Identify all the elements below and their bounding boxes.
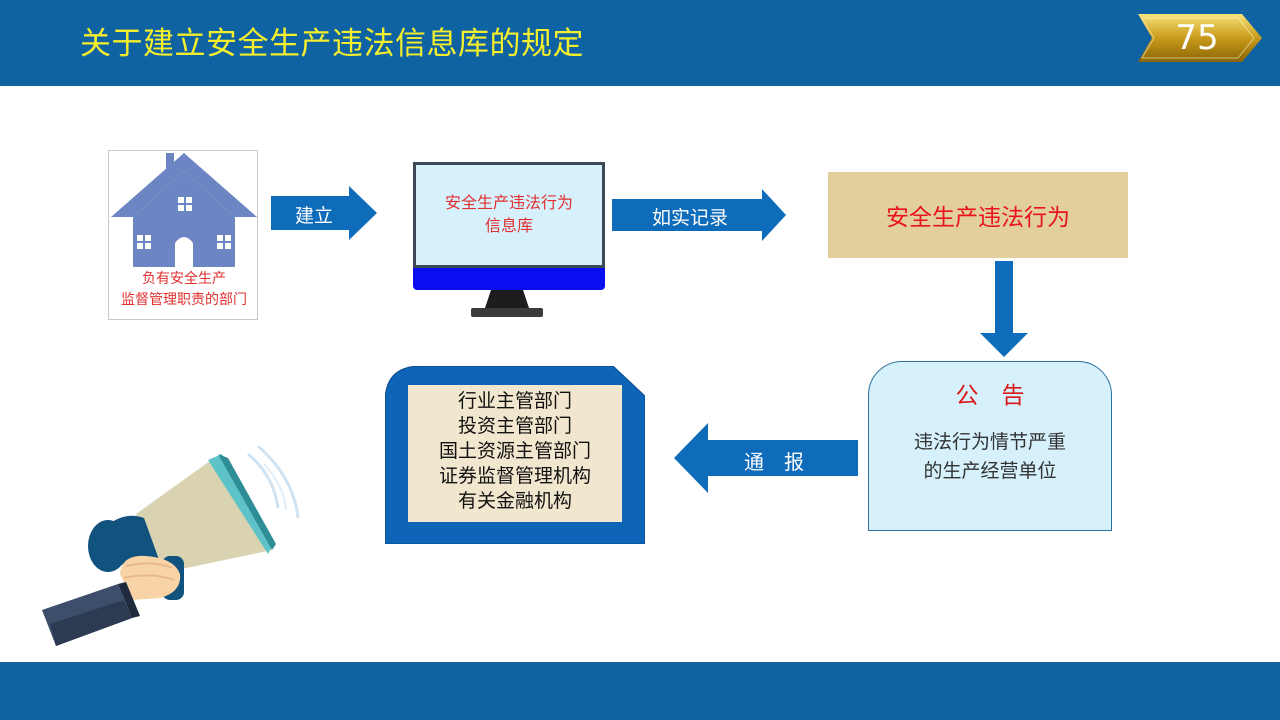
header-bar: [0, 0, 1280, 86]
violation-box: 安全生产违法行为: [828, 172, 1128, 258]
arrow-notify-label: 通 报: [744, 450, 804, 474]
page-badge-icon: [1138, 14, 1262, 62]
notice-body: 违法行为情节严重 的生产经营单位: [889, 428, 1091, 486]
recipients-list: 行业主管部门 投资主管部门 国土资源主管部门 证券监督管理机构 有关金融机构: [408, 385, 622, 522]
arrow-establish-label: 建立: [294, 205, 333, 227]
monitor-bezel: [413, 268, 605, 290]
notice-body-line2: 的生产经营单位: [923, 460, 1057, 482]
database-label-line1: 安全生产违法行为: [444, 193, 573, 212]
arrow-notify: [674, 423, 858, 493]
notice-body-line1: 违法行为情节严重: [913, 431, 1066, 453]
arrow-record-label: 如实记录: [651, 207, 728, 229]
footer-bar: [0, 662, 1280, 720]
monitor-stand-icon: [471, 290, 543, 317]
list-item: 投资主管部门: [457, 415, 572, 437]
list-item: 有关金融机构: [457, 490, 572, 512]
database-label-line2: 信息库: [484, 216, 533, 235]
list-item: 国土资源主管部门: [438, 440, 591, 462]
arrow-down: [980, 261, 1028, 357]
list-item: 证券监督管理机构: [438, 465, 591, 487]
megaphone-icon: [42, 446, 300, 646]
database-screen: 安全生产违法行为 信息库: [413, 162, 605, 268]
database-label: 安全生产违法行为 信息库: [416, 191, 602, 237]
page-number: 75: [1175, 18, 1219, 58]
house-icon: [111, 153, 257, 267]
department-label-line2: 监督管理职责的部门: [121, 292, 247, 308]
department-card: 负有安全生产 监督管理职责的部门: [108, 150, 258, 320]
notice-title: 公 告: [955, 383, 1025, 409]
arrow-establish: [271, 186, 377, 240]
notice-box: 公 告 违法行为情节严重 的生产经营单位: [868, 361, 1112, 531]
department-label: 负有安全生产 监督管理职责的部门: [109, 269, 259, 311]
list-item: 行业主管部门: [457, 390, 572, 412]
page-title: 关于建立安全生产违法信息库的规定: [80, 26, 584, 62]
arrow-record: [612, 189, 786, 241]
department-label-line1: 负有安全生产: [142, 271, 226, 287]
